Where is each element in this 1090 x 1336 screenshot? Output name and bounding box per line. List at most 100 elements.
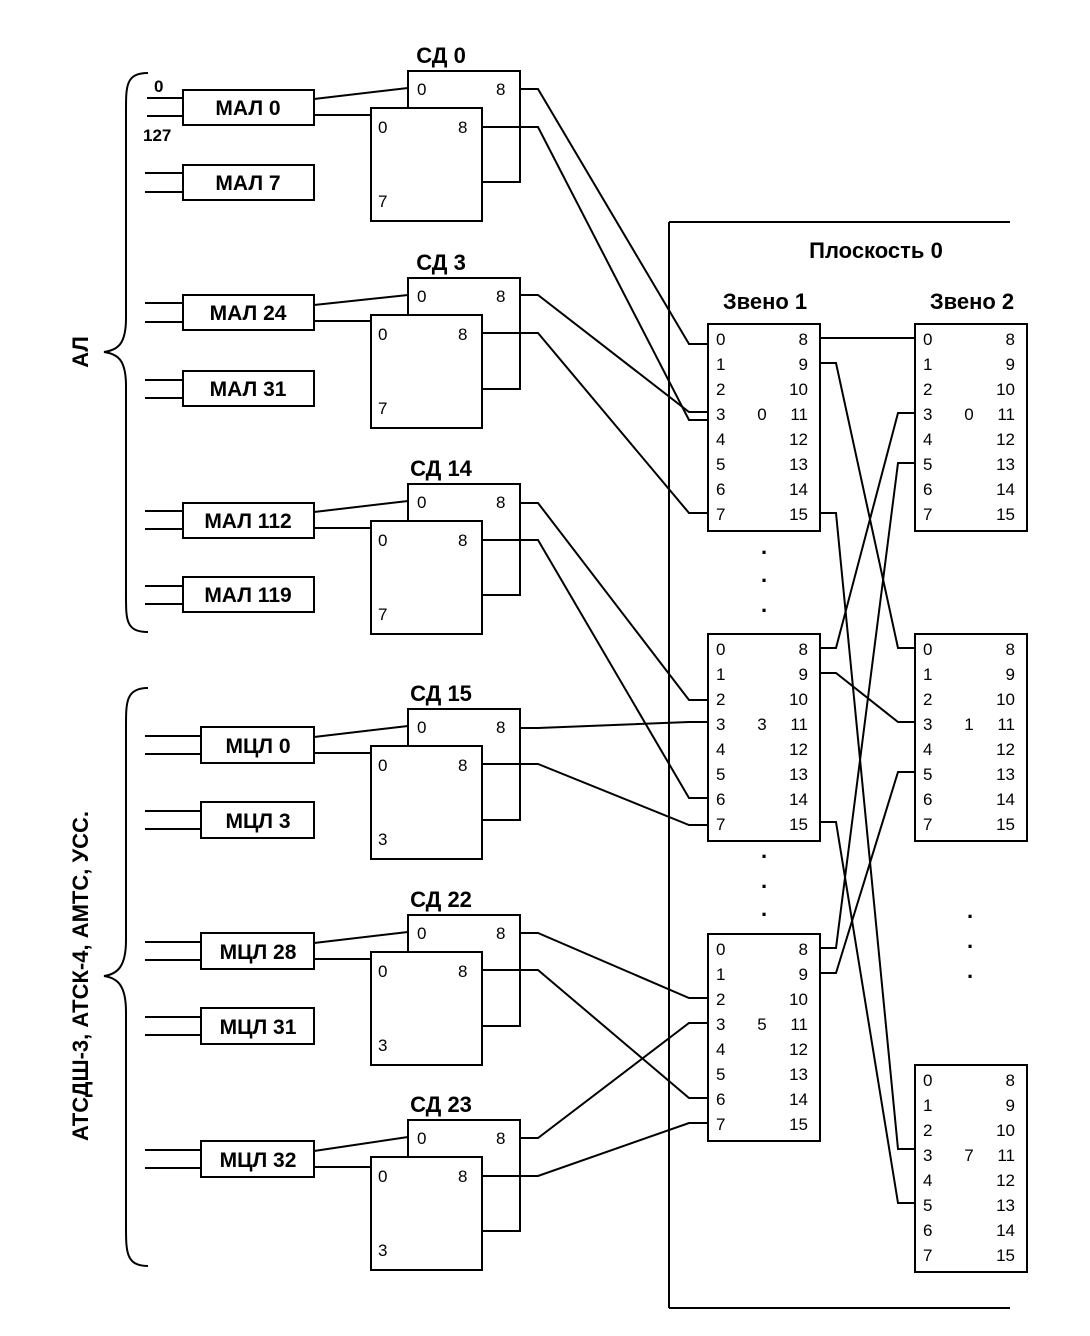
switch-out-port: 10 bbox=[996, 1121, 1015, 1140]
sd-front-in-label: 0 bbox=[378, 756, 387, 775]
module-mal-112-label: МАЛ 112 bbox=[204, 510, 291, 533]
ellipsis-dot-1: . bbox=[761, 868, 767, 893]
sd-front-in-label: 0 bbox=[378, 118, 387, 137]
sd-front-in-label: 0 bbox=[378, 962, 387, 981]
switch-in-port: 5 bbox=[923, 1196, 932, 1215]
switch-id: 0 bbox=[757, 405, 766, 424]
module-mal-0-label: МАЛ 0 bbox=[215, 97, 280, 120]
switch-out-port: 13 bbox=[996, 455, 1015, 474]
switch-in-port: 1 bbox=[923, 355, 932, 374]
line-stubs bbox=[145, 97, 201, 1169]
module-mcl-31 bbox=[200, 1007, 315, 1045]
switch-out-port: 13 bbox=[996, 765, 1015, 784]
switch-in-port: 5 bbox=[716, 1065, 725, 1084]
switch-out-port: 10 bbox=[789, 380, 808, 399]
sd-back-in-label: 0 bbox=[417, 287, 426, 306]
cl-brace bbox=[103, 687, 149, 1267]
switch-in-port: 0 bbox=[716, 940, 725, 959]
switch-out-port: 15 bbox=[789, 505, 808, 524]
switch-out-port: 10 bbox=[789, 990, 808, 1009]
module-mal-24-label: МАЛ 24 bbox=[210, 302, 287, 325]
switch-out-port: 12 bbox=[996, 1171, 1015, 1190]
module-mal-0 bbox=[182, 89, 315, 126]
module-mal-24 bbox=[182, 294, 315, 331]
sd-back-in-label: 0 bbox=[417, 924, 426, 943]
sd-front-in-label: 0 bbox=[378, 1167, 387, 1186]
switch-out-port: 9 bbox=[799, 665, 808, 684]
switch-in-port: 0 bbox=[923, 330, 932, 349]
sd-front-board bbox=[370, 745, 483, 860]
line-modules: МАЛ 0 МАЛ 7 МАЛ 24 МАЛ 31 МАЛ 112 МАЛ 11… bbox=[182, 89, 315, 1178]
sd-front-board bbox=[370, 951, 483, 1066]
switch-id: 7 bbox=[964, 1146, 973, 1165]
switch-out-port: 15 bbox=[789, 815, 808, 834]
sd-title: СД 14 bbox=[410, 456, 473, 481]
switch-id: 3 bbox=[757, 715, 766, 734]
sd-back-in-label: 0 bbox=[417, 80, 426, 99]
switch-in-port: 3 bbox=[716, 1015, 725, 1034]
switch-in-port: 6 bbox=[923, 480, 932, 499]
switch-out-port: 11 bbox=[790, 715, 808, 734]
module-mal-31 bbox=[182, 370, 315, 407]
switch-out-port: 14 bbox=[789, 790, 808, 809]
switch-out-port: 12 bbox=[789, 1040, 808, 1059]
module-mal-7-label: МАЛ 7 bbox=[215, 172, 280, 195]
module-mcl-0-label: МЦЛ 0 bbox=[225, 735, 290, 758]
sd-front-last-in-label: 7 bbox=[378, 192, 387, 211]
sd-title: СД 22 bbox=[410, 887, 472, 912]
switch-in-port: 3 bbox=[716, 715, 725, 734]
switch-out-port: 15 bbox=[996, 505, 1015, 524]
sd-front-out-label: 8 bbox=[458, 531, 467, 550]
sd-front-in-label: 0 bbox=[378, 531, 387, 550]
switch-in-port: 7 bbox=[923, 815, 932, 834]
module-mcl-0 bbox=[200, 726, 315, 764]
cl-label: АТСДШ-3, АТСК-4, АМТС, УСС. bbox=[68, 811, 93, 1141]
sd-front-board bbox=[370, 107, 483, 222]
sd-back-in-label: 0 bbox=[417, 493, 426, 512]
switch-out-port: 11 bbox=[997, 715, 1015, 734]
sd-front-last-in-label: 3 bbox=[378, 830, 387, 849]
module-mal-112 bbox=[182, 502, 315, 539]
switch-in-port: 7 bbox=[716, 1115, 725, 1134]
module-mcl-28 bbox=[200, 932, 315, 970]
sd-front-out-label: 8 bbox=[458, 756, 467, 775]
switch-id: 1 bbox=[964, 715, 973, 734]
switch-out-port: 11 bbox=[997, 405, 1015, 424]
switch-out-port: 13 bbox=[996, 1196, 1015, 1215]
switch-out-port: 15 bbox=[996, 1246, 1015, 1265]
switch-id: 5 bbox=[757, 1015, 766, 1034]
switch-out-port: 14 bbox=[996, 1221, 1015, 1240]
switch-out-port: 10 bbox=[789, 690, 808, 709]
ellipsis-dot-0: . bbox=[761, 562, 767, 587]
sd-front-board bbox=[370, 520, 483, 635]
sd-title: СД 3 bbox=[416, 250, 466, 275]
switch-in-port: 7 bbox=[923, 1246, 932, 1265]
switch-in-port: 3 bbox=[923, 405, 932, 424]
sd-front-out-label: 8 bbox=[458, 962, 467, 981]
switch-in-port: 3 bbox=[923, 715, 932, 734]
switch-in-port: 2 bbox=[923, 1121, 932, 1140]
switch-in-port: 7 bbox=[716, 815, 725, 834]
switch-in-port: 4 bbox=[923, 740, 932, 759]
module-mcl-31-label: МЦЛ 31 bbox=[220, 1016, 297, 1039]
switch-in-port: 1 bbox=[716, 355, 725, 374]
module-mal-31-label: МАЛ 31 bbox=[210, 378, 287, 401]
sd-front-last-in-label: 7 bbox=[378, 605, 387, 624]
switch-out-port: 14 bbox=[996, 480, 1015, 499]
switch-out-port: 9 bbox=[1006, 355, 1015, 374]
switch-out-port: 11 bbox=[790, 405, 808, 424]
switch-out-port: 14 bbox=[996, 790, 1015, 809]
switch-out-port: 15 bbox=[996, 815, 1015, 834]
ellipsis-dot-2: . bbox=[967, 898, 973, 923]
switch-in-port: 6 bbox=[923, 790, 932, 809]
switch-out-port: 8 bbox=[799, 940, 808, 959]
